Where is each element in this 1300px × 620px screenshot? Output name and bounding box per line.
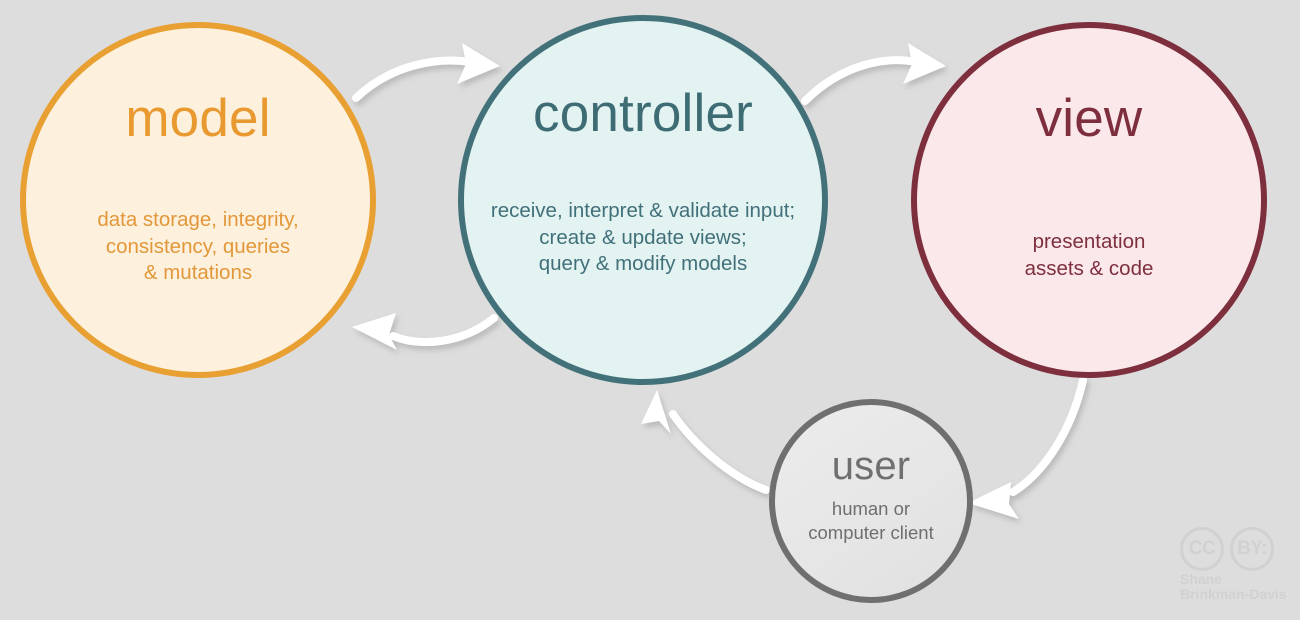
node-user-description: human or computer client: [808, 498, 934, 544]
node-view-description: presentation assets & code: [1024, 230, 1154, 280]
edge-view-to-user: [968, 376, 1087, 519]
edge-user-to-controller: [641, 390, 770, 494]
node-controller-title: controller: [533, 84, 753, 143]
edge-controller-to-view: [801, 43, 946, 105]
author-name: Shane Brinkman-Davis: [1180, 571, 1287, 603]
node-model-description: data storage, integrity, consistency, qu…: [97, 208, 299, 285]
node-view-title: view: [1035, 89, 1143, 148]
node-user-title: user: [831, 444, 911, 488]
node-view[interactable]: view presentation assets & code: [911, 22, 1267, 378]
node-model-title: model: [125, 89, 271, 148]
attribution-by-icon: BY:: [1230, 527, 1274, 571]
node-controller-description: receive, interpret & validate input; cre…: [490, 199, 796, 276]
attribution: CC BY: Shane Brinkman-Davis: [1176, 527, 1294, 615]
node-controller[interactable]: controller receive, interpret & validate…: [458, 15, 828, 385]
edge-model-to-controller: [352, 43, 500, 102]
node-model[interactable]: model data storage, integrity, consisten…: [20, 22, 376, 378]
creative-commons-badges[interactable]: CC BY:: [1176, 527, 1294, 571]
node-user[interactable]: user human or computer client: [769, 399, 973, 603]
creative-commons-icon: CC: [1180, 527, 1224, 571]
edge-controller-to-model: [352, 313, 498, 350]
